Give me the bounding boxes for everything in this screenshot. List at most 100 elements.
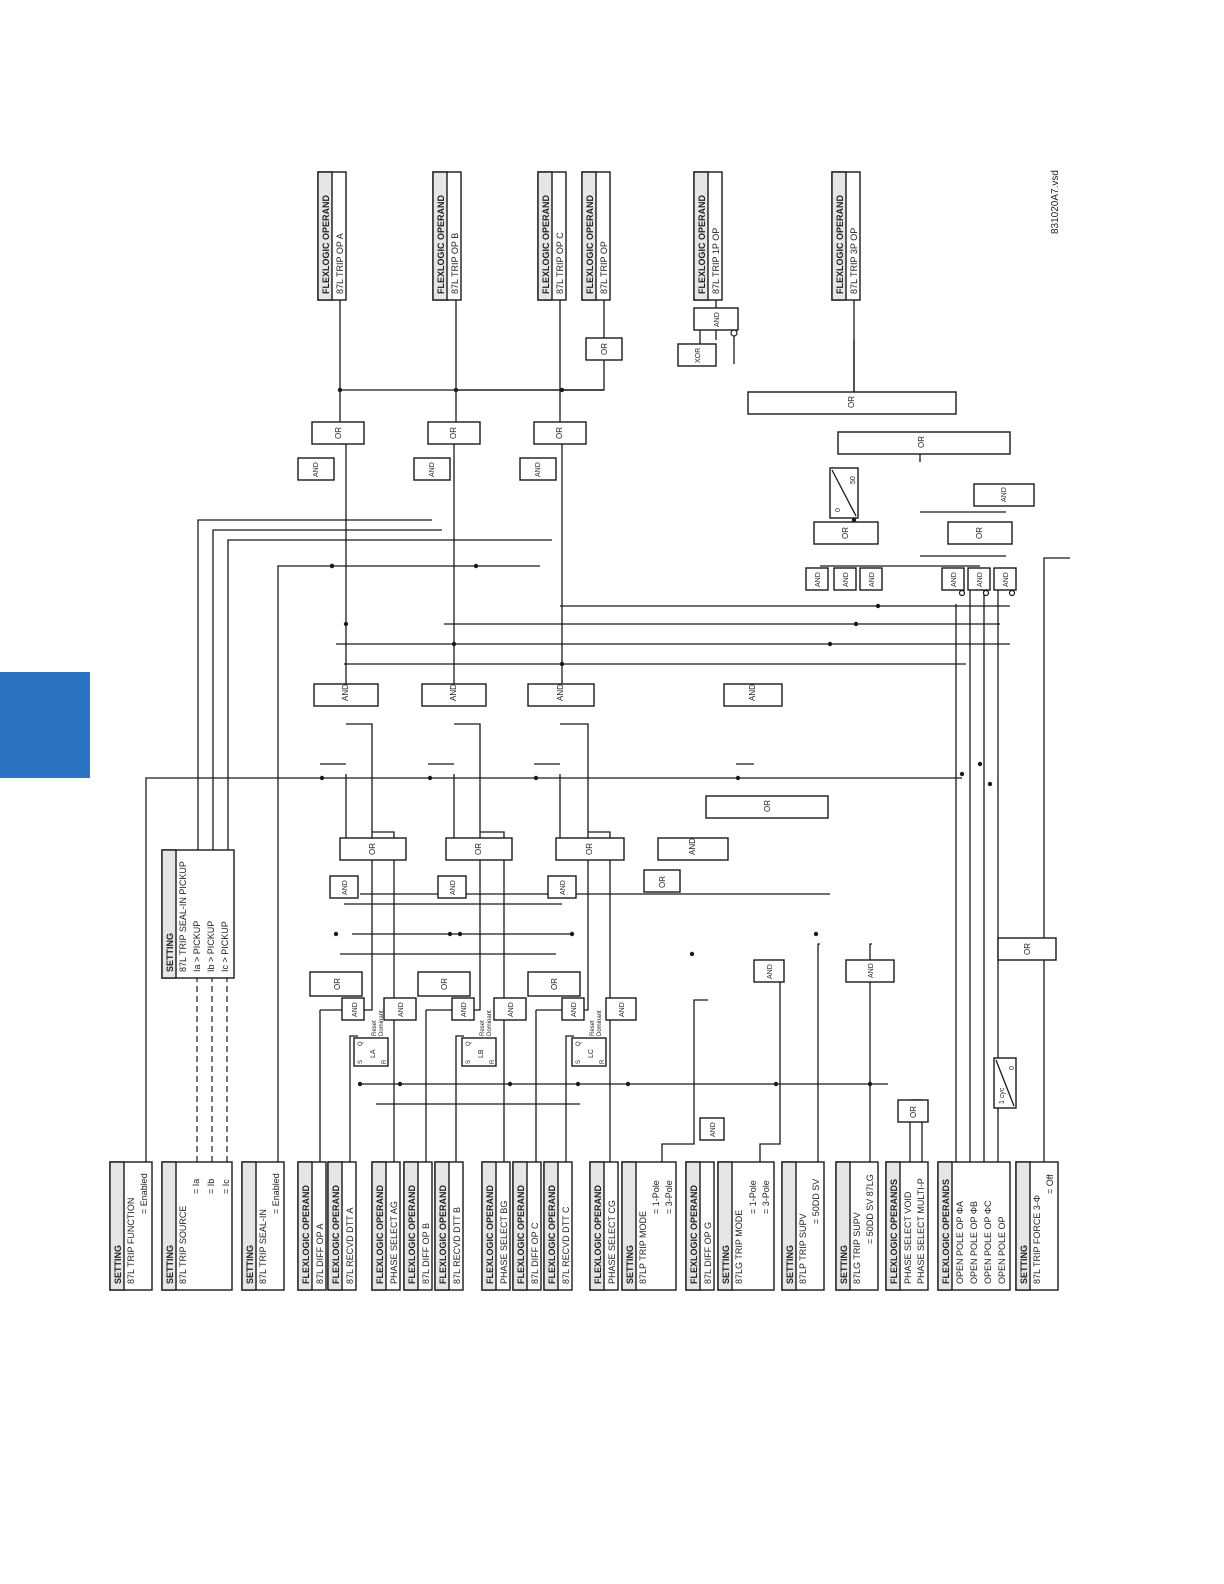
gate-label: OR	[847, 396, 856, 408]
latch-label: LA	[370, 1049, 377, 1058]
input-87lg-trip-mode: SETTING 87LG TRIP MODE = 1-Pole = 3-Pole	[717, 1161, 775, 1291]
input-line: = Ib	[206, 1179, 216, 1194]
xor-gate-1p: XOR	[677, 343, 717, 367]
gate-label: AND	[352, 1002, 359, 1017]
latch-c: LC S Q R	[571, 1037, 607, 1067]
or-gate-3p-second: OR	[837, 431, 1011, 455]
gate-label: AND	[977, 572, 984, 587]
timer-label: 0	[1009, 1066, 1016, 1070]
gate-label: OR	[449, 427, 458, 439]
input-recvd-dtt-c: FLEXLOGIC OPERAND 87L RECVD DTT C	[543, 1161, 573, 1291]
gate-label: AND	[450, 880, 457, 895]
gate-label: OR	[909, 1106, 918, 1118]
gate-label: OR	[440, 978, 449, 990]
gate-label: XOR	[695, 348, 702, 363]
input-line: = Ic	[221, 1179, 231, 1194]
setting-line: Ic > PICKUP	[220, 921, 230, 972]
output-trip-op-a: FLEXLOGIC OPERAND 87L TRIP OP A	[317, 171, 347, 301]
setting-line: Ib > PICKUP	[206, 921, 216, 972]
latch-label: LC	[588, 1049, 595, 1058]
or-gate-trip-op: OR	[585, 337, 623, 361]
and-gate-a-upper: AND	[313, 683, 379, 707]
output-label: 87L TRIP OP A	[335, 233, 345, 294]
input-line: 87L DIFF OP B	[421, 1223, 431, 1284]
and-gate-timer-l3: AND	[859, 567, 883, 591]
input-phase-select-ag: FLEXLOGIC OPERAND PHASE SELECT AG	[371, 1161, 401, 1291]
input-line: = Ia	[191, 1179, 201, 1194]
gate-label: AND	[560, 880, 567, 895]
and-gate-g-low: AND	[753, 959, 785, 983]
file-reference: 831020A7.vsd	[1050, 170, 1061, 234]
input-line: 87L DIFF OP G	[703, 1222, 713, 1284]
reset-text: Reset	[480, 1020, 486, 1036]
latch-s: S	[358, 1060, 364, 1064]
input-recvd-dtt-a: FLEXLOGIC OPERAND 87L RECVD DTT A	[327, 1161, 357, 1291]
input-line: = Enabled	[271, 1173, 281, 1214]
and-gate-a-reset: AND	[341, 997, 365, 1021]
input-line: OPEN POLE OP ΦB	[969, 1201, 979, 1284]
output-label: 87L TRIP OP B	[450, 233, 460, 294]
input-header: FLEXLOGIC OPERAND	[593, 1184, 603, 1284]
gate-label: OR	[474, 843, 483, 855]
input-phase-select-void-multi: FLEXLOGIC OPERANDS PHASE SELECT VOID PHA…	[885, 1161, 929, 1291]
and-gate-c-seal: AND	[519, 457, 557, 481]
output-header: FLEXLOGIC OPERAND	[436, 194, 446, 294]
input-header: SETTING	[113, 1245, 123, 1284]
gate-label: AND	[767, 964, 774, 979]
timer-label: 0	[835, 508, 842, 512]
setting-line: Ia > PICKUP	[192, 921, 202, 972]
gate-label: AND	[461, 1002, 468, 1017]
input-line: PHASE SELECT BG	[499, 1201, 509, 1284]
gate-label: AND	[342, 880, 349, 895]
gate-label: AND	[748, 684, 757, 701]
input-header: SETTING	[625, 1245, 635, 1284]
input-line: 87L RECVD DTT C	[561, 1206, 571, 1284]
input-line: 87L RECVD DTT B	[452, 1207, 462, 1284]
input-line: PHASE SELECT VOID	[903, 1191, 913, 1284]
or-gate-c-low: OR	[527, 971, 581, 997]
input-line: PHASE SELECT CG	[607, 1200, 617, 1284]
gate-label: AND	[815, 572, 822, 587]
or-gate-timer-left: OR	[813, 521, 879, 545]
input-header: FLEXLOGIC OPERAND	[438, 1184, 448, 1284]
input-line: OPEN POLE OP	[997, 1216, 1007, 1284]
gate-label: OR	[555, 427, 564, 439]
or-gate-a-mid: OR	[339, 837, 407, 861]
and-gate-a-seal: AND	[297, 457, 335, 481]
input-open-pole: FLEXLOGIC OPERANDS OPEN POLE OP ΦA OPEN …	[937, 1161, 1011, 1291]
or-gate-c-top: OR	[533, 421, 587, 445]
latch-label: LB	[478, 1049, 485, 1058]
input-line: = Enabled	[139, 1173, 149, 1214]
input-line: 87L DIFF OP C	[530, 1222, 540, 1284]
input-header: FLEXLOGIC OPERAND	[407, 1184, 417, 1284]
diagram-body: FLEXLOGIC OPERAND 87L TRIP OP A FLEXLOGI…	[109, 170, 1070, 1291]
reset-text: Dominant	[379, 1010, 385, 1036]
gate-label: AND	[868, 963, 875, 978]
and-gate-c-upper: AND	[527, 683, 595, 707]
output-label: 87L TRIP OP C	[555, 232, 565, 294]
and-gate-timer-r2: AND	[967, 567, 991, 597]
wiring	[145, 300, 1070, 1162]
input-header: FLEXLOGIC OPERAND	[547, 1184, 557, 1284]
gate-label: AND	[313, 462, 320, 477]
or-gate-c-mid: OR	[555, 837, 625, 861]
gate-label: OR	[334, 427, 343, 439]
gate-label: AND	[571, 1002, 578, 1017]
gate-label: OR	[333, 978, 342, 990]
or-gate-3p-large: OR	[747, 391, 957, 415]
input-diff-op-c: FLEXLOGIC OPERAND 87L DIFF OP C	[512, 1161, 542, 1291]
or-gate-a-top: OR	[311, 421, 365, 445]
and-gate-b-set: AND	[493, 997, 527, 1021]
gate-label: AND	[843, 572, 850, 587]
output-operands: FLEXLOGIC OPERAND 87L TRIP OP A FLEXLOGI…	[317, 171, 861, 301]
reset-dominant-a: Reset Dominant	[372, 1010, 385, 1036]
and-gate-timer-r3: AND	[993, 567, 1017, 597]
latch-r: R	[382, 1059, 388, 1064]
and-gate-1p: AND	[693, 307, 739, 337]
and-gate-a-set: AND	[383, 997, 417, 1021]
latch-a: LA S Q R	[353, 1037, 389, 1067]
input-line: OPEN POLE OP ΦC	[983, 1200, 993, 1284]
input-header: SETTING	[1019, 1245, 1029, 1284]
output-label: 87L TRIP 1P OP	[711, 228, 721, 294]
gate-label: OR	[841, 527, 850, 539]
